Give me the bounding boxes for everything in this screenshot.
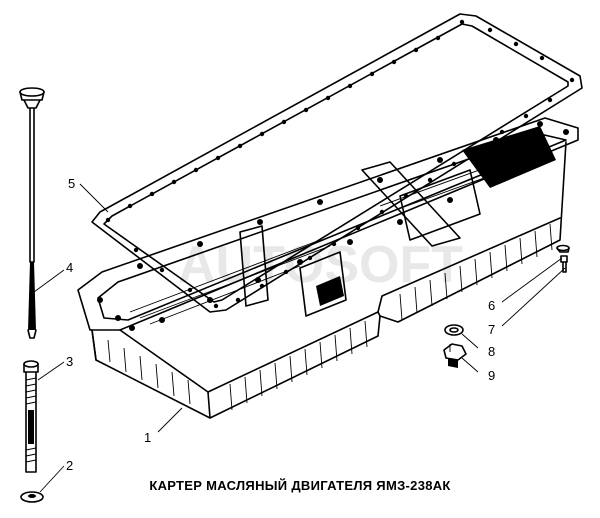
callout-5: 5 <box>68 176 75 191</box>
washer-tube <box>20 491 44 503</box>
bolt-and-spring-washer <box>556 244 570 273</box>
gasket <box>91 13 583 313</box>
callout-3: 3 <box>66 354 73 369</box>
drain-plug <box>443 343 467 368</box>
callout-1: 1 <box>144 430 151 445</box>
leader-lines <box>33 183 566 493</box>
drain-plug-washer <box>444 324 464 336</box>
callout-8: 8 <box>488 344 495 359</box>
diagram-caption: КАРТЕР МАСЛЯНЫЙ ДВИГАТЕЛЯ ЯМЗ-238АК <box>149 478 450 493</box>
dipstick-tube <box>23 360 39 473</box>
callout-2: 2 <box>66 458 73 473</box>
callout-9: 9 <box>488 368 495 383</box>
oil-pan <box>77 117 579 419</box>
callout-6: 6 <box>488 298 495 313</box>
dipstick <box>19 87 45 339</box>
callout-4: 4 <box>66 260 73 275</box>
callout-7: 7 <box>488 322 495 337</box>
